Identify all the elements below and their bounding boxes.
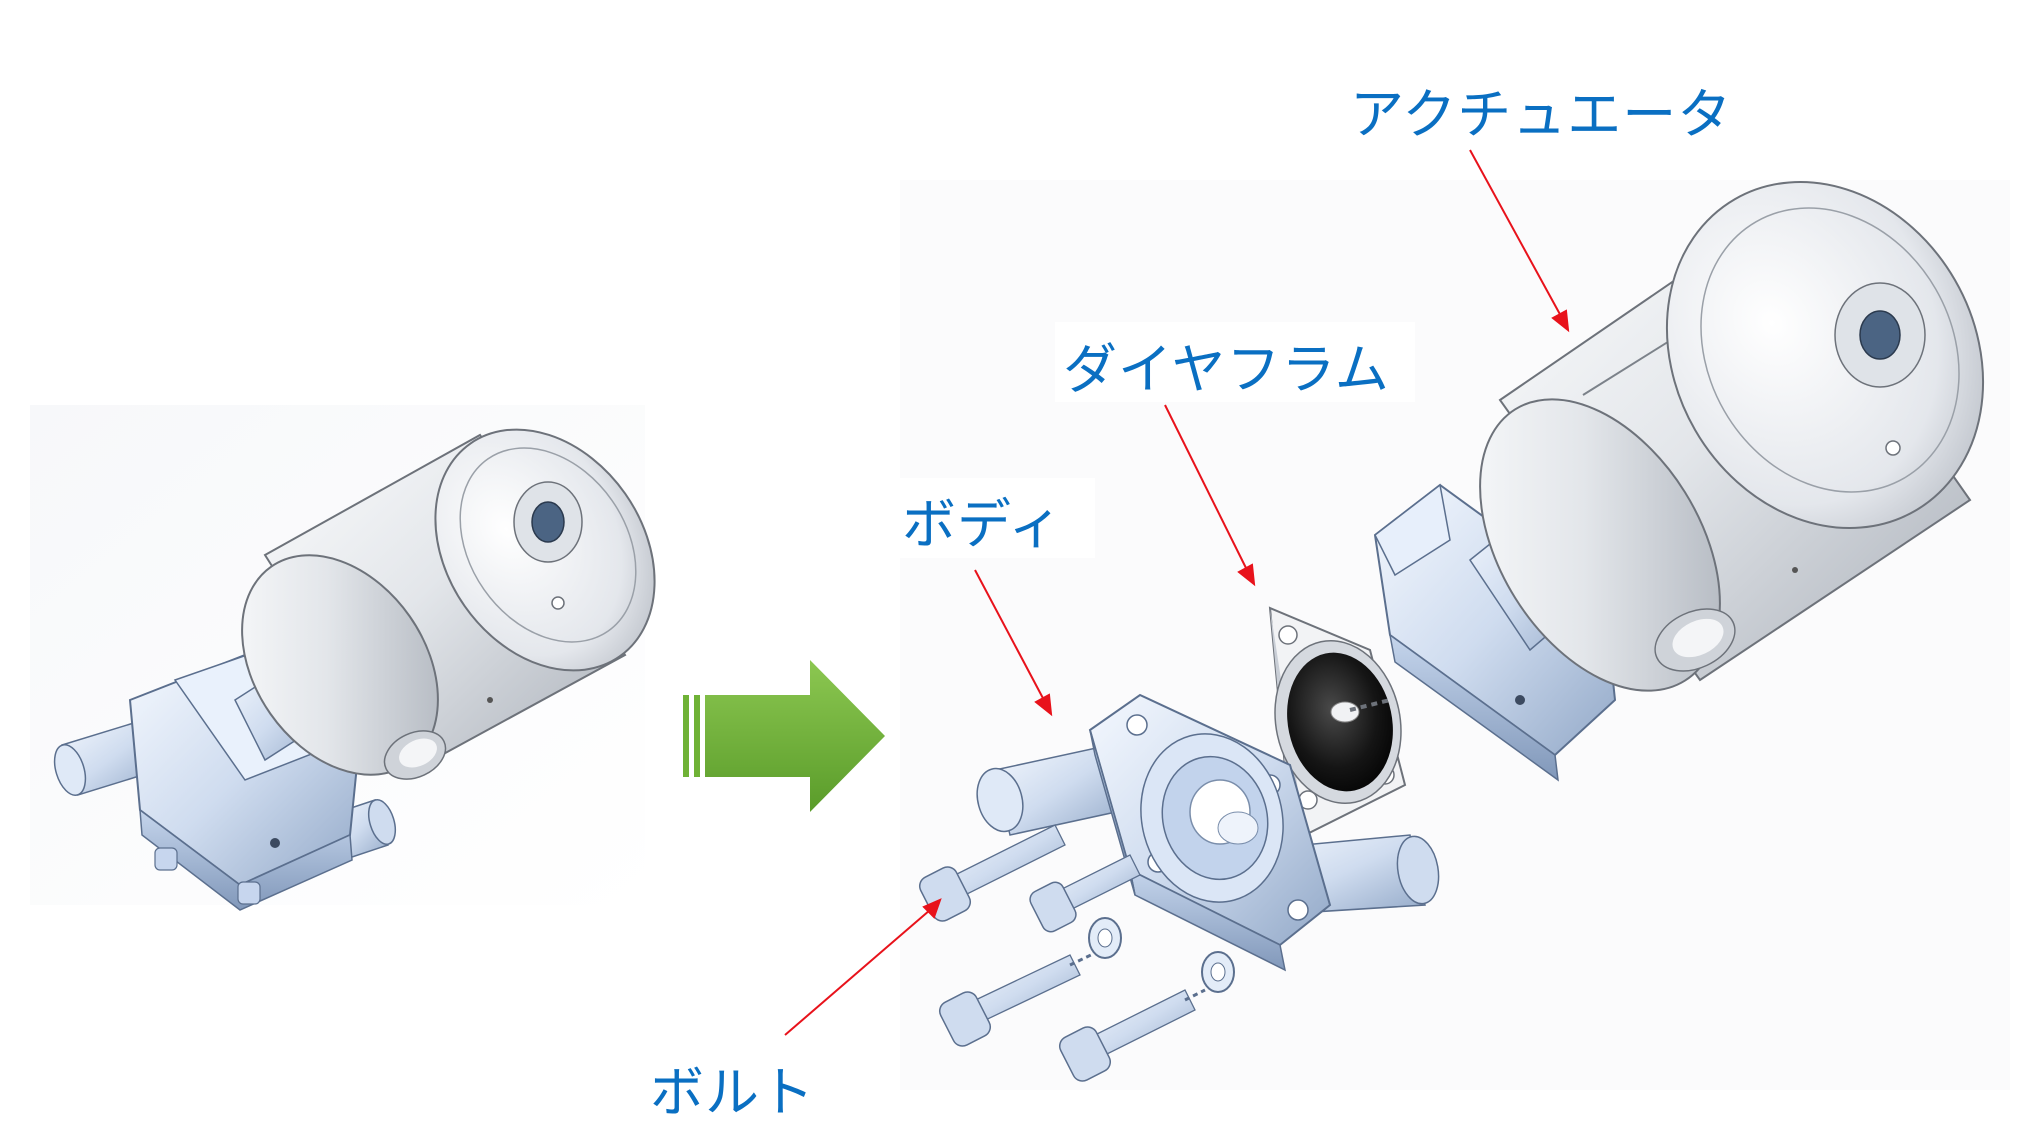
assembled-valve: [30, 405, 656, 911]
body-part: [976, 693, 1440, 972]
bolt-3: [938, 951, 1096, 1047]
diaphragm-part: [1268, 606, 1407, 837]
label-diaphragm: ダイヤフラム: [1063, 338, 1390, 401]
bolt-4: [1058, 988, 1206, 1082]
label-bolt: ボルト: [650, 1061, 815, 1124]
bolts-part: [918, 824, 1235, 1082]
exploded-assembly: [900, 180, 2010, 1090]
leader-lines: [784, 149, 1570, 1036]
washers: [1088, 917, 1235, 993]
assembled-actuator: [241, 428, 656, 780]
label-actuator: アクチュエータ: [1350, 83, 1733, 146]
green-right-arrow-icon: [683, 660, 885, 812]
label-body: ボディ: [902, 493, 1064, 556]
bolt-2: [1029, 854, 1141, 933]
actuator-part: [1373, 181, 1985, 782]
